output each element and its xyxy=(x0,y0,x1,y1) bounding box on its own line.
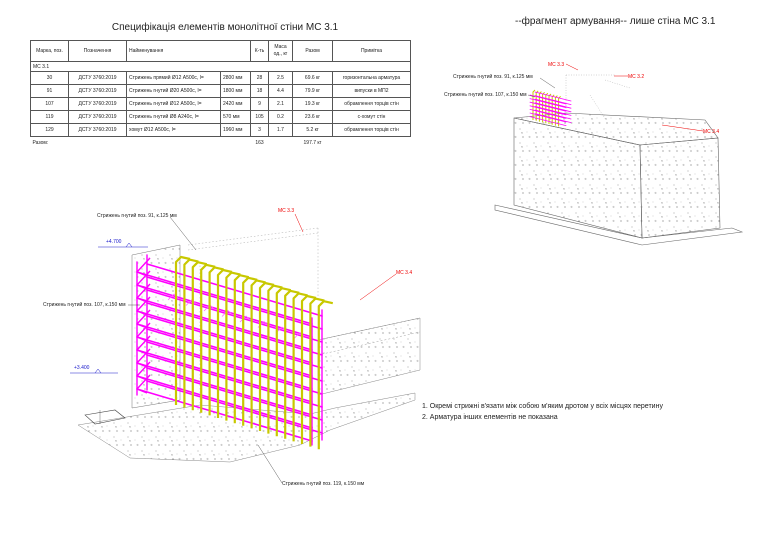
small-vertical-bar xyxy=(558,96,561,127)
horizontal-rebar xyxy=(136,271,313,325)
vertical-bent-bar xyxy=(317,300,334,450)
small-label-mc33: МС 3.3 xyxy=(548,62,564,68)
small-label-pos91: Стрижень гнутий поз. 91, к.125 мм xyxy=(453,73,533,80)
vertical-bent-bar xyxy=(242,276,258,426)
vertical-bent-bar xyxy=(250,279,266,429)
label-pos119: Стрижень гнутий поз. 119, к.150 мм xyxy=(282,480,365,487)
small-horizontal-bar xyxy=(529,105,567,116)
vertical-bent-bar xyxy=(300,294,317,444)
small-vertical-bar xyxy=(551,94,555,125)
small-horizontal-bar xyxy=(534,98,572,109)
small-horizontal-bar xyxy=(529,109,567,119)
spec-header-row: Марка, поз. Позначення Найменування К-ть… xyxy=(30,40,411,62)
small-vertical-bar xyxy=(548,93,552,124)
horizontal-rebar xyxy=(136,297,313,351)
small-horizontal-bar xyxy=(529,112,567,123)
wall-end-left xyxy=(131,244,181,409)
small-label-pos107: Стрижень гнутий поз. 107, к.150 мм xyxy=(444,91,527,98)
c-hook xyxy=(239,315,251,323)
small-vertical-bar xyxy=(532,89,536,120)
small-vertical-bar xyxy=(545,92,549,124)
label-pos91: Стрижень гнутий поз. 91, к.125 мм xyxy=(97,212,177,219)
cell-name: хомут Ø12 А500с, l= xyxy=(126,123,221,137)
total-mass: 197.7 кг xyxy=(303,140,322,146)
cell-note: обрамлення торців стін xyxy=(332,123,411,137)
main-slab xyxy=(77,392,416,463)
note-1: 1. Окремі стрижні в'язати між собою м'як… xyxy=(422,403,663,410)
main-rebar-cage xyxy=(136,254,334,450)
small-horizontal-bar xyxy=(529,94,567,105)
horizontal-rebar xyxy=(136,323,313,377)
label-mc33: МС 3.3 xyxy=(278,208,294,214)
small-slab-base xyxy=(494,204,744,246)
spec-title: Специфікація елементів монолітної стіни … xyxy=(111,22,339,33)
small-isometric-view: МС 3.3 МС 3.2 МС 3.4 Стрижень гнутий поз… xyxy=(444,62,744,246)
level-marker-bottom: +3.400 xyxy=(70,365,118,374)
small-horizontal-bar xyxy=(529,101,567,112)
slab-opening xyxy=(84,409,126,425)
small-label-mc32: МС 3.2 xyxy=(628,74,644,80)
spec-table: Марка, поз. Позначення Найменування К-ть… xyxy=(30,40,411,149)
small-horizontal-bar xyxy=(529,116,567,126)
level-bottom-label: +3.400 xyxy=(74,365,90,371)
spec-total-row: Разом: 163 197.7 кг xyxy=(31,137,411,150)
horizontal-rebar xyxy=(136,362,313,416)
cell-designation: ДСТУ 3760:2019 xyxy=(68,123,127,137)
fragment-title: --фрагмент армування-- лише стіна МС 3.1 xyxy=(515,16,716,27)
note-2: 2. Арматура інших елементів не показана xyxy=(422,414,558,421)
horizontal-rebar xyxy=(136,375,313,429)
vertical-bent-bar xyxy=(309,297,325,447)
vertical-bent-bar xyxy=(183,258,199,408)
horizontal-rebar xyxy=(136,336,313,390)
label-mc34: МС 3.4 xyxy=(396,270,412,276)
vertical-bent-bar xyxy=(284,289,300,439)
vertical-bent-bar xyxy=(208,266,224,416)
horizontal-rebar xyxy=(136,310,313,364)
small-vertical-bar xyxy=(538,91,542,122)
vertical-bent-bar xyxy=(258,281,275,431)
small-horizontal-bar xyxy=(534,102,572,113)
main-isometric-view: +4.700 +3.400 Стрижень гнутий поз. 91, к… xyxy=(43,208,421,487)
small-horizontal-bar xyxy=(534,95,572,105)
small-horizontal-bar xyxy=(534,109,572,120)
horizontal-rebar xyxy=(136,349,313,403)
vertical-bent-bar xyxy=(216,268,233,418)
total-label: Разом: xyxy=(32,140,49,146)
vertical-bent-bar xyxy=(191,261,208,411)
small-horizontal-bar xyxy=(534,91,572,102)
vertical-bent-bar xyxy=(200,263,216,413)
adjacent-wall xyxy=(317,317,421,396)
small-vertical-bar xyxy=(535,90,539,121)
small-vertical-bar xyxy=(554,95,558,126)
level-top-label: +4.700 xyxy=(106,239,122,245)
small-horizontal-bar xyxy=(534,113,572,123)
vertical-bent-bar xyxy=(225,271,241,421)
horizontal-rebar xyxy=(136,388,313,442)
total-count: 163 xyxy=(255,140,264,146)
c-hook xyxy=(221,310,233,317)
small-slab-side xyxy=(639,137,721,239)
cell-unit-mass: 1.7 xyxy=(268,123,293,137)
label-pos107: Стрижень гнутий поз. 107, к.150 мм xyxy=(43,301,126,308)
vertical-bent-bar xyxy=(275,287,292,437)
small-vertical-bar xyxy=(542,92,545,123)
small-horizontal-bar xyxy=(529,98,567,108)
cell-qty: 3 xyxy=(250,123,269,137)
small-label-mc34: МС 3.4 xyxy=(703,129,719,135)
vertical-bent-bar xyxy=(174,255,191,405)
vertical-bent-bar xyxy=(233,274,250,424)
small-horizontal-bar xyxy=(534,106,572,116)
level-marker-top: +4.700 xyxy=(98,239,148,248)
vertical-bent-bar xyxy=(267,284,283,434)
vertical-bent-bar xyxy=(292,292,308,442)
small-rebar-cage xyxy=(529,89,572,127)
